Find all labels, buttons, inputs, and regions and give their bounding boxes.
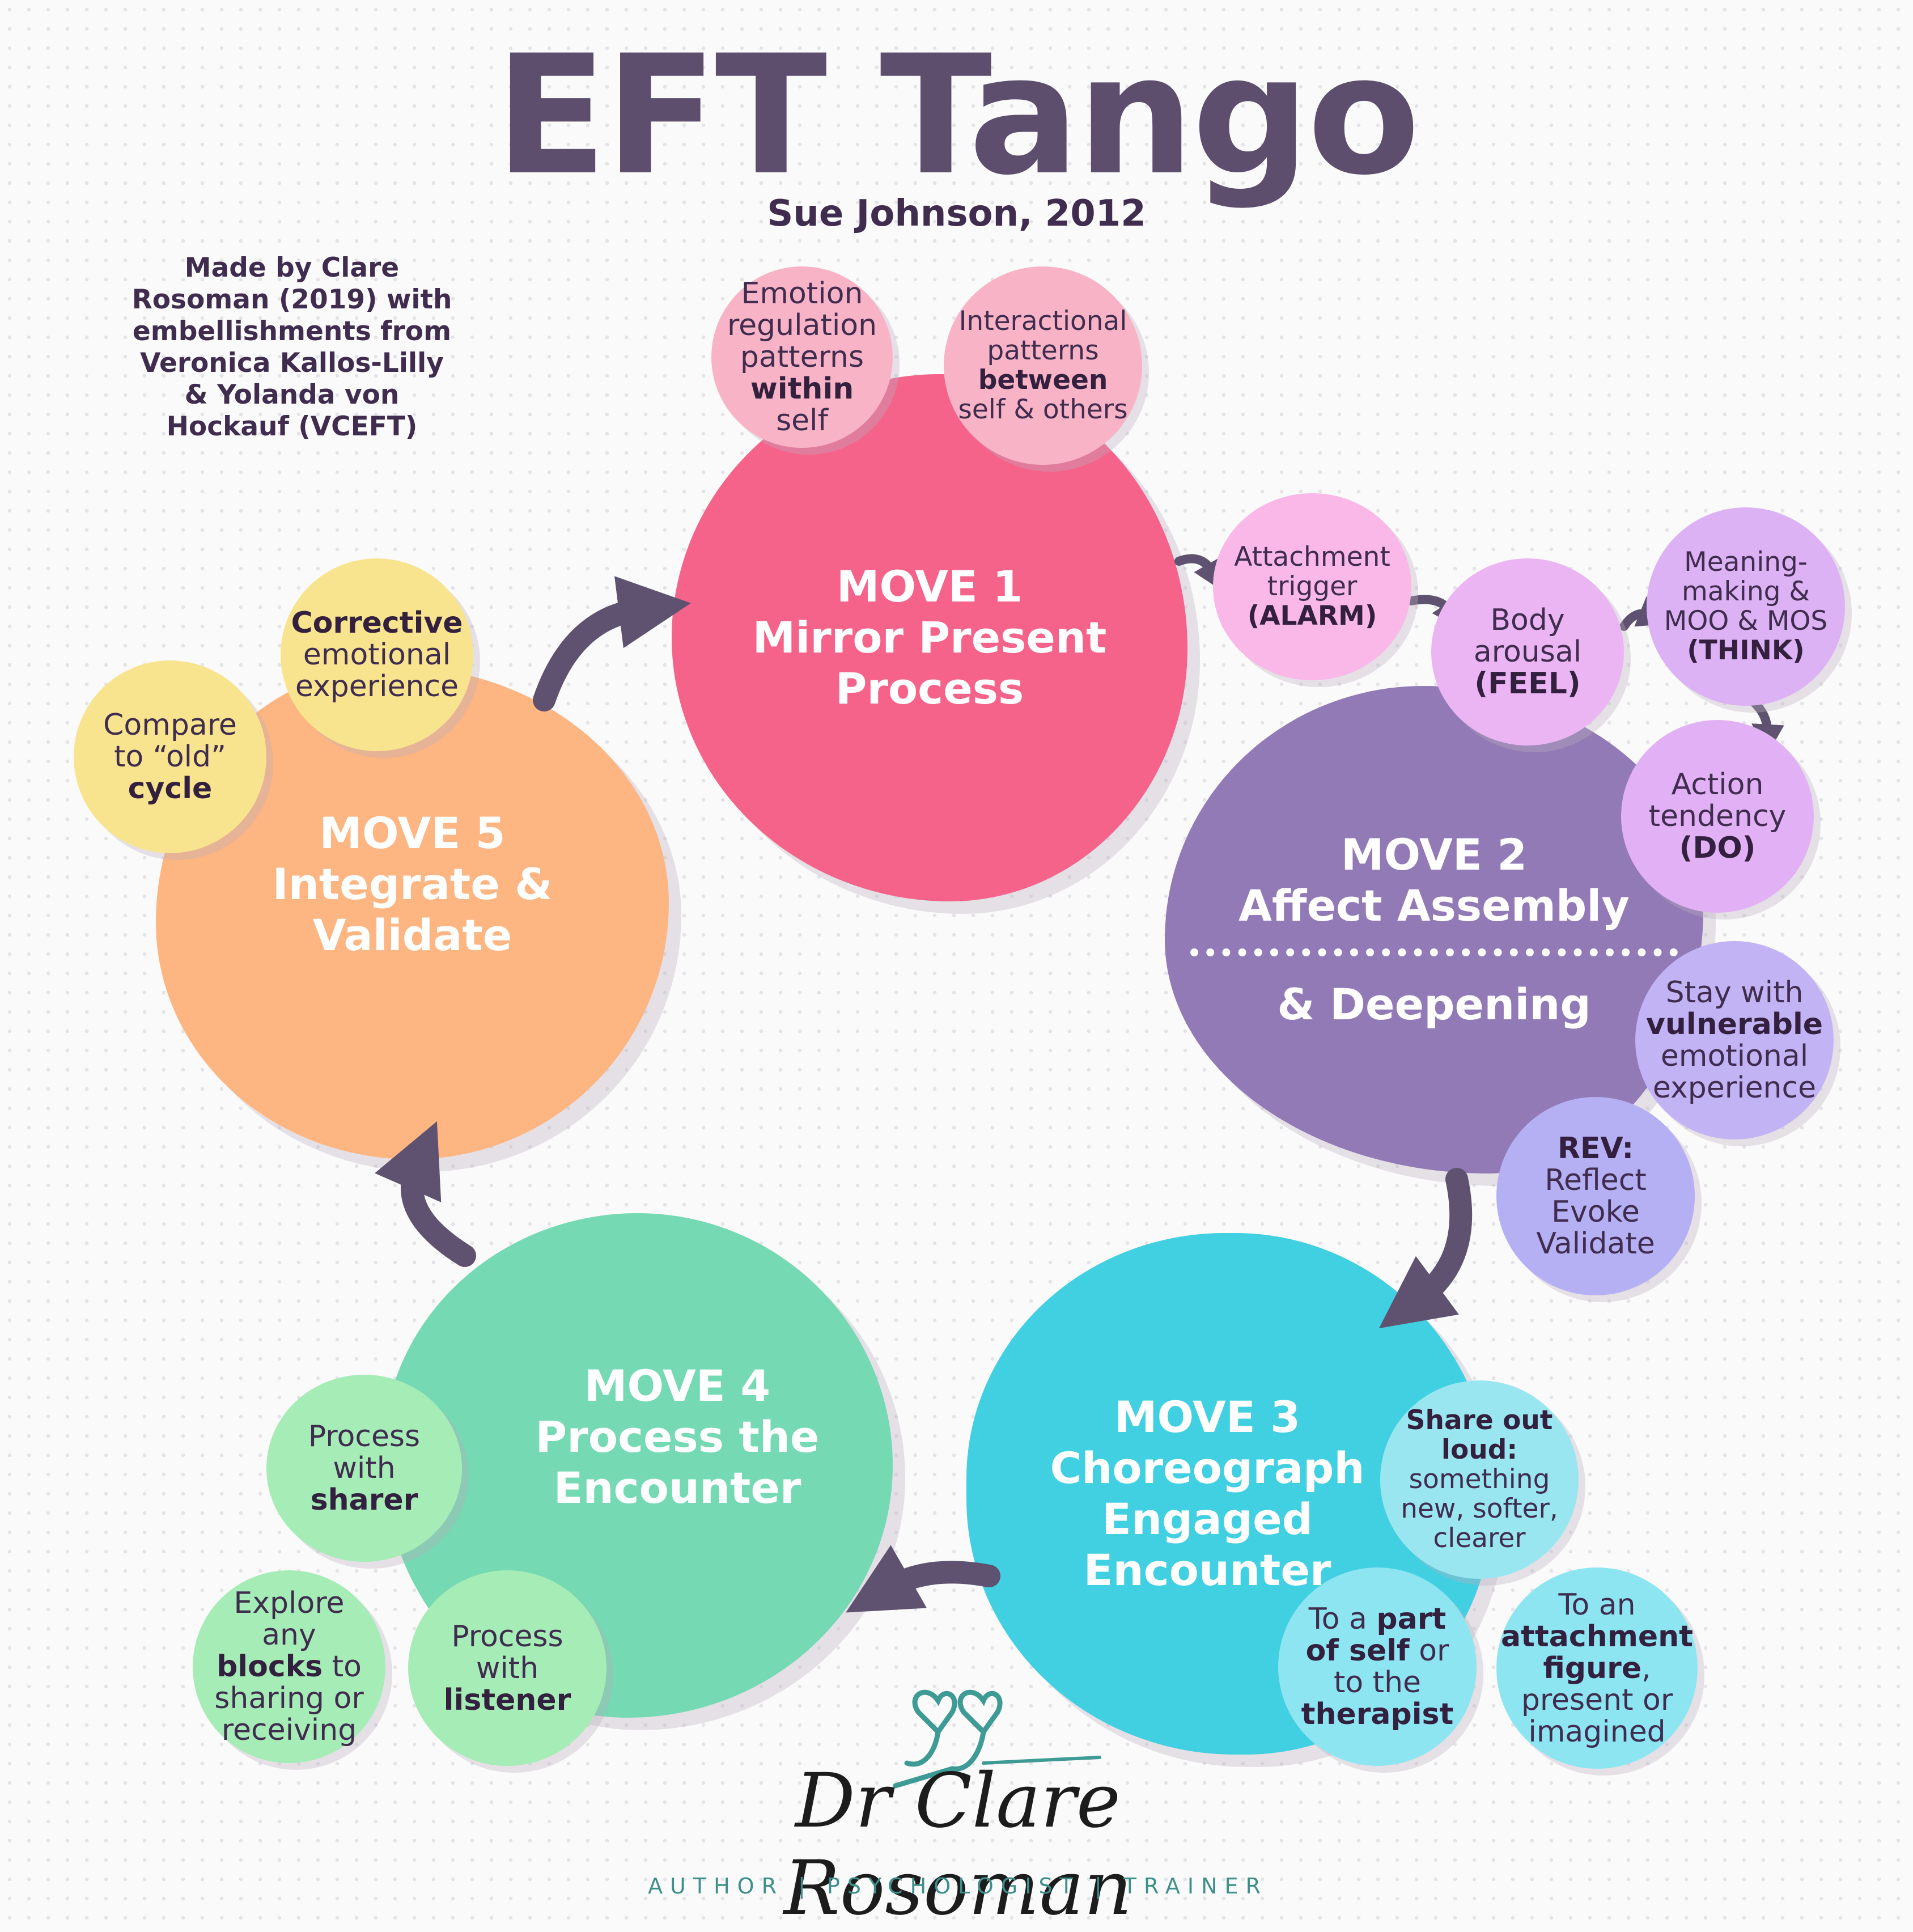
bubble-rev: REV: Reflect Evoke Validate xyxy=(1496,1097,1695,1295)
bubble-text-bold: Corrective xyxy=(291,606,463,640)
bubble-text: Reflect Evoke Validate xyxy=(1536,1163,1655,1261)
bubble-text-bold: cycle xyxy=(128,772,213,806)
bubble-text: Explore any xyxy=(234,1586,345,1652)
bubble-text: or to the xyxy=(1333,1634,1449,1700)
bubble-text-bold: within xyxy=(750,372,854,406)
move-2-line-1: Affect Assembly xyxy=(1238,880,1630,931)
bubble-text-bold: Share out loud: xyxy=(1406,1405,1553,1465)
bubble-text-bold: part of self xyxy=(1305,1602,1447,1668)
bubble-interactional-patterns: Interactional patterns between self & ot… xyxy=(944,266,1142,465)
bubble-compare-old-cycle: Compare to “old” cycle xyxy=(74,660,266,853)
move-1-blob: MOVE 1 Mirror Present Process xyxy=(672,374,1187,901)
bubble-text-bold: therapist xyxy=(1301,1697,1454,1731)
bubble-to-attachment-figure: To an attachment figure, present or imag… xyxy=(1496,1567,1698,1769)
arrow-move2-to-move3 xyxy=(1378,1168,1473,1329)
bubble-emotion-regulation: Emotion regulation patterns within self xyxy=(711,266,893,448)
bubble-text-bold: (DO) xyxy=(1679,831,1756,865)
bubble-share-out-loud: Share out loud: something new, softer, c… xyxy=(1380,1380,1579,1579)
bubble-text: , present or imagined xyxy=(1521,1651,1673,1749)
bubble-explore-blocks: Explore any blocks to sharing or receivi… xyxy=(193,1570,385,1763)
bubble-text: self xyxy=(776,404,828,438)
bubble-text: Compare to “old” xyxy=(103,708,237,774)
move-4-line-2: Encounter xyxy=(553,1463,801,1513)
bubble-text: To a xyxy=(1308,1602,1377,1636)
bubble-text: Interactional patterns xyxy=(958,306,1127,366)
move-3-line-2: Engaged xyxy=(1101,1494,1313,1544)
bubble-stay-with: Stay with vulnerable emotional experienc… xyxy=(1635,941,1834,1139)
bubble-text: Attachment trigger xyxy=(1234,541,1390,602)
bubble-attachment-trigger: Attachment trigger (ALARM) xyxy=(1213,493,1411,680)
hearts-logo-icon xyxy=(893,1689,1101,1789)
arrow-move1-to-attachment xyxy=(1174,554,1225,592)
move-3-line-1: Choreograph xyxy=(1050,1443,1365,1493)
arrow-move4-to-move5 xyxy=(374,1121,476,1267)
move-4-number: MOVE 4 xyxy=(584,1361,771,1411)
bubble-text-bold: vulnerable xyxy=(1645,1007,1823,1041)
bubble-text-bold: attachment figure xyxy=(1500,1619,1694,1685)
bubble-action-tendency: Action tendency (DO) xyxy=(1621,720,1814,913)
credit-note: Made by Clare Rosoman (2019) with embell… xyxy=(132,252,452,442)
bubble-text-bold: sharer xyxy=(310,1483,418,1517)
bubble-to-part-of-self: To a part of self or to the therapist xyxy=(1278,1567,1477,1766)
move-1-line-1: Mirror Present xyxy=(752,612,1107,663)
bubble-process-sharer: Process with sharer xyxy=(266,1375,462,1562)
move-5-line-1: Integrate & xyxy=(272,859,553,909)
move-3-line-3: Encounter xyxy=(1083,1545,1331,1595)
bubble-text-bold: (FEEL) xyxy=(1474,667,1581,701)
logo-tagline: AUTHOR | PSYCHOLOGIST | TRAINER xyxy=(648,1874,1268,1899)
bubble-text-bold: listener xyxy=(443,1683,571,1717)
page-subtitle: Sue Johnson, 2012 xyxy=(767,193,1146,235)
bubble-text: Emotion regulation patterns xyxy=(727,277,877,374)
bubble-text: Action tendency xyxy=(1648,768,1787,833)
move-3-number: MOVE 3 xyxy=(1114,1392,1301,1442)
arrow-body-to-meaning xyxy=(1619,596,1671,631)
bubble-text: self & others xyxy=(958,394,1128,425)
bubble-text: Meaning-making & MOO & MOS xyxy=(1664,546,1828,637)
move-5-blob: MOVE 5 Integrate & Validate xyxy=(156,666,669,1159)
bubble-text-bold: between xyxy=(978,365,1108,396)
move-2-divider xyxy=(1190,948,1678,956)
arrow-move3-to-move4 xyxy=(846,1545,1000,1613)
bubble-text: something new, softer, clearer xyxy=(1401,1464,1558,1554)
bubble-text: Process with xyxy=(451,1619,563,1685)
move-1-number: MOVE 1 xyxy=(836,561,1023,612)
bubble-text-bold: blocks xyxy=(217,1650,323,1684)
move-4-line-1: Process the xyxy=(535,1412,820,1462)
move-5-number: MOVE 5 xyxy=(319,808,506,858)
bubble-corrective-experience: Corrective emotional experience xyxy=(281,558,473,751)
bubble-text: To an xyxy=(1558,1587,1636,1622)
bubble-process-listener: Process with listener xyxy=(408,1570,606,1766)
bubble-text: Process with xyxy=(308,1420,421,1485)
move-2-number: MOVE 2 xyxy=(1341,829,1528,880)
move-5-line-2: Validate xyxy=(312,910,512,960)
bubble-body-arousal: Body arousal (FEEL) xyxy=(1431,558,1624,745)
bubble-text: Body arousal xyxy=(1473,603,1582,669)
bubble-text: Stay with xyxy=(1665,976,1804,1010)
bubble-text: emotional experience xyxy=(1652,1039,1817,1105)
bubble-meaning-making: Meaning-making & MOO & MOS (THINK) xyxy=(1647,507,1845,706)
page-title: EFT Tango xyxy=(495,20,1420,211)
bubble-text: to sharing or receiving xyxy=(214,1650,364,1747)
logo-signature: Dr Clare Rosoman xyxy=(783,1757,1132,1932)
move-2-line-2: & Deepening xyxy=(1277,979,1591,1029)
bubble-text-bold: (THINK) xyxy=(1687,635,1805,666)
move-2-blob: MOVE 2 Affect Assembly & Deepening xyxy=(1165,686,1703,1173)
bubble-text-bold: REV: xyxy=(1557,1132,1634,1166)
bubble-text-bold: (ALARM) xyxy=(1247,600,1377,632)
move-1-line-2: Process xyxy=(835,663,1024,714)
arrow-move5-to-move1 xyxy=(533,576,691,711)
bubble-text: emotional experience xyxy=(295,638,459,704)
